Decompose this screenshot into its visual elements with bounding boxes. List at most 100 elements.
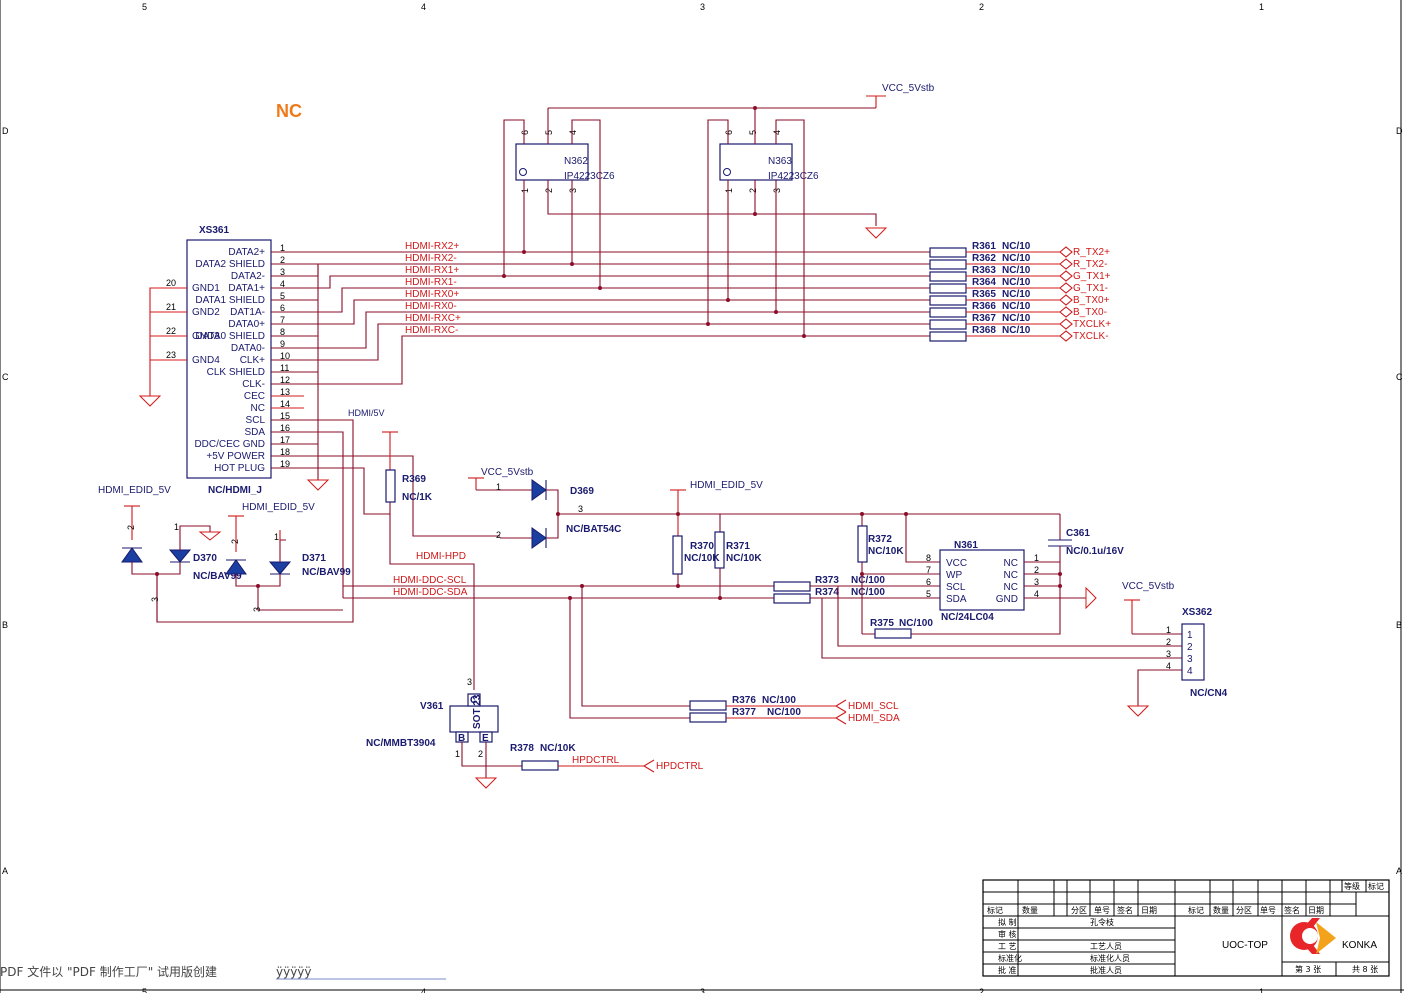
company-name: KONKA [1342, 940, 1377, 951]
r374-val: NC/100 [851, 587, 885, 598]
d370-val: NC/BAV99 [193, 571, 242, 582]
n363-part: IP4223CZ6 [768, 171, 819, 182]
connector-pin-name: DATA2+ [228, 247, 265, 258]
connector-pin-number: 4 [280, 279, 285, 289]
hdmi-5v-label: HDMI/5V [348, 408, 385, 418]
sheet-number: 第 3 张 [1295, 964, 1321, 974]
series-resistor-ref: R365 [972, 289, 996, 300]
r374-ref: R374 [815, 587, 839, 598]
pin-num: 2 [1166, 637, 1171, 647]
r376-ref: R376 [732, 695, 756, 706]
connector-pin-name: SCL [246, 415, 266, 426]
series-resistor-val: NC/10 [1002, 325, 1031, 336]
hdmi-sda-port: HDMI_SDA [848, 713, 900, 724]
n361-pin-name: VCC [946, 558, 967, 569]
scl-sda-output-resistors: R376 NC/100 R377 NC/100 HDMI_SCL HDMI_SD… [568, 584, 900, 725]
diode-d369: VCC_5Vstb 1 2 3 D369 NC/BAT54C [468, 467, 1060, 549]
col-label: 2 [979, 987, 984, 993]
col-label: 4 [421, 2, 426, 12]
watermark-tail: ÿÿÿÿÿ [276, 965, 312, 979]
r372-val: NC/10K [868, 546, 904, 557]
net-label: HDMI-RXC- [405, 325, 458, 336]
row-label: C [2, 372, 9, 382]
n361-pin-name: GND [996, 594, 1018, 605]
ddc-sda-label: HDMI-DDC-SDA [393, 587, 468, 598]
pin-num: 5 [748, 130, 758, 135]
edid-label: HDMI_EDID_5V [690, 480, 763, 491]
n361-part: NC/24LC04 [941, 612, 994, 623]
tb-role: 拟 制 [998, 917, 1017, 927]
pin-num: 4 [1187, 666, 1193, 677]
hdmi-scl-port: HDMI_SCL [848, 701, 899, 712]
net-label: HDMI-RX1- [405, 277, 457, 288]
connector-pin-number: 13 [280, 387, 290, 397]
pin-num: 2 [1034, 565, 1039, 575]
series-resistor-ref: R364 [972, 277, 996, 288]
n361-pin-name: NC [1004, 570, 1018, 581]
connector-pin-name: DDC/CEC GND [194, 439, 265, 450]
n363-ref: N363 [768, 156, 792, 167]
series-resistor-ref: R368 [972, 325, 996, 336]
tb-header-cell: 日期 [1308, 906, 1324, 915]
shield-returns [271, 263, 330, 491]
tb-header-cell: 标记 [1188, 905, 1204, 915]
connector-pin-number: 23 [166, 350, 176, 360]
connector-pin-number: 15 [280, 411, 290, 421]
pin-num: 6 [520, 130, 530, 135]
tb-name: 孔令枝 [1090, 917, 1114, 927]
resistor-r369: R369 NC/1K [382, 431, 433, 503]
series-resistor-val: NC/10 [1002, 289, 1031, 300]
nc-header-label: NC [276, 101, 302, 121]
r375-val: NC/100 [899, 618, 933, 629]
diode-d370: HDMI_EDID_5V 2 1 3 D370 NC/BAV99 [98, 485, 242, 622]
connector-pin-name: DATA1+ [228, 283, 265, 294]
esd-n363: N363 IP4223CZ6 6 5 4 1 2 3 [707, 108, 819, 336]
r378-val: NC/10K [540, 743, 576, 754]
r370-val: NC/10K [684, 553, 720, 564]
pin-num: 2 [1187, 642, 1193, 653]
c361-val: NC/0.1u/16V [1066, 546, 1124, 557]
ddc-wiring: HDMI/5V HDMI-HPD HDMI-DDC-SCL HDMI-DDC-S… [156, 408, 780, 690]
pin-num: 3 [150, 597, 160, 602]
n361-pin-name: WP [946, 570, 962, 581]
connector-gnd-name: GND2 [192, 307, 220, 318]
series-resistor-val: NC/10 [1002, 241, 1031, 252]
n361-pin-name: SDA [946, 594, 967, 605]
v361-e: E [482, 733, 489, 744]
tb-header-cell: 分区 [1071, 906, 1087, 915]
col-label: 5 [142, 2, 147, 12]
tx-port-label: G_TX1+ [1073, 271, 1111, 282]
pin-num: 3 [252, 607, 262, 612]
connector-pin-name: DATA0- [231, 343, 265, 354]
series-resistor-ref: R367 [972, 313, 996, 324]
tb-role: 审 核 [998, 929, 1017, 939]
pin-num: 4 [772, 130, 782, 135]
tb-mark: 标记 [1368, 881, 1384, 891]
pin-num: 2 [126, 525, 136, 530]
vcc-top-label: VCC_5Vstb [882, 83, 935, 94]
pin-num: 8 [926, 553, 931, 563]
connector-pin-name: NC [251, 403, 265, 414]
eeprom-n361: R372 NC/10K N361 NC/24LC04 VCC8WP7SCL6SD… [857, 512, 1124, 639]
r369-ref: R369 [402, 474, 426, 485]
c361-ref: C361 [1066, 528, 1090, 539]
col-label: 2 [979, 2, 984, 12]
r372-ref: R372 [868, 534, 892, 545]
hpdctrl-net: HPDCTRL [572, 755, 620, 766]
pin-num: 6 [724, 130, 734, 135]
connector-pin-number: 1 [280, 243, 285, 253]
xs362-vcc-label: VCC_5Vstb [1122, 581, 1175, 592]
pin-num: 3 [1187, 654, 1193, 665]
pin-num: 1 [724, 188, 734, 193]
tb-name: 工艺人员 [1090, 942, 1122, 951]
connector-pin-name: CLK- [242, 379, 265, 390]
connector-pin-name: DAT1A- [230, 307, 265, 318]
connector-pin-name: DATA0 SHIELD [195, 331, 265, 342]
series-resistor-val: NC/10 [1002, 313, 1031, 324]
debug-connector-xs362: VCC_5Vstb XS362 NC/CN4 1 2 3 4 1 2 3 4 [1122, 581, 1228, 717]
series-resistor-val: NC/10 [1002, 277, 1031, 288]
ddc-scl-label: HDMI-DDC-SCL [393, 575, 467, 586]
